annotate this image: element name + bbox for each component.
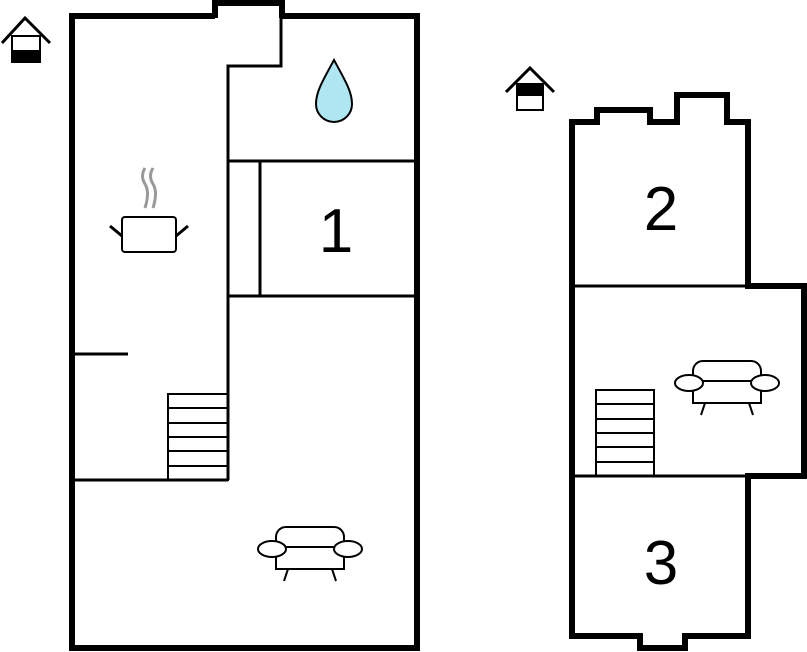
- house-icon-upper: [504, 65, 556, 111]
- room-label-1: 1: [319, 197, 353, 266]
- room-label-3: 3: [644, 529, 678, 598]
- stairs: [167, 393, 229, 481]
- stairs: [595, 389, 655, 477]
- house-icon-ground: [0, 15, 52, 63]
- sofa-icon: [257, 526, 363, 582]
- room-label-2: 2: [644, 175, 678, 244]
- upper-floor-plan: 2 3: [569, 92, 807, 651]
- water-drop-icon: [314, 57, 354, 123]
- kitchen-pot-icon: [109, 167, 189, 253]
- ground-floor-plan: 1: [69, 0, 420, 651]
- sofa-icon: [674, 360, 780, 416]
